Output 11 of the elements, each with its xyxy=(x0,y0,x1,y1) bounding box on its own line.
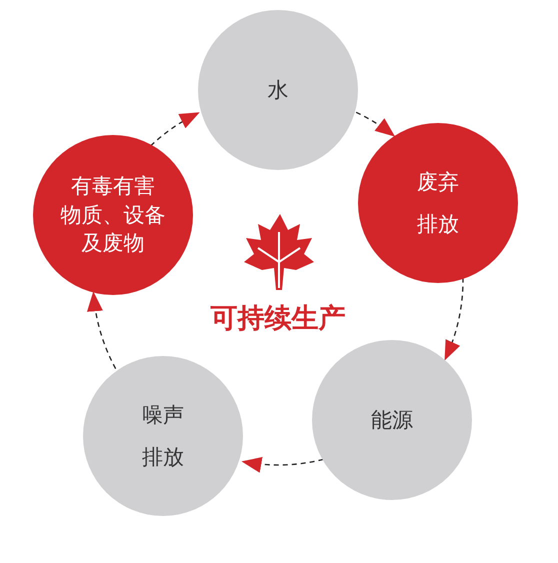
arrow xyxy=(88,291,116,369)
arrow xyxy=(356,112,396,137)
arrow xyxy=(444,278,464,361)
circle-node: 有毒有害物质、设备及废物 xyxy=(33,135,193,295)
center-title: 可持续生产 xyxy=(210,302,346,336)
circle-node: 废弃排放 xyxy=(358,123,518,283)
arrow xyxy=(241,456,324,472)
arrow xyxy=(150,112,200,146)
circle-node: 水 xyxy=(198,10,358,170)
circle-node: 能源 xyxy=(312,340,472,500)
circle-node: 噪声排放 xyxy=(83,356,243,516)
